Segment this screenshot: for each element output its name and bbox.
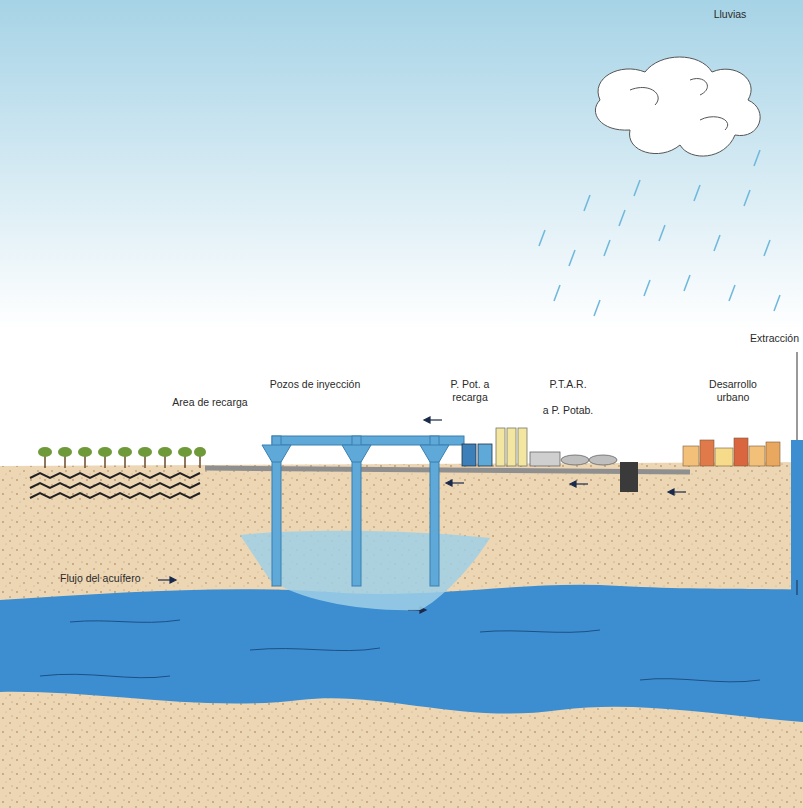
- plant-label: P.T.A.R.: [538, 378, 598, 391]
- injection-wells: [262, 436, 464, 586]
- aquifer-flow-label: Flujo del acuífero: [60, 572, 160, 585]
- injection-wells-label: Pozos de inyección: [268, 378, 362, 391]
- recharge-area-label: Area de recarga: [160, 396, 260, 409]
- plant-label: P. Pot. a recarga: [436, 378, 504, 404]
- sky: [0, 0, 803, 470]
- rain-label: Lluvias: [700, 8, 760, 21]
- rain: [539, 150, 780, 316]
- pipe-arrows: [424, 417, 686, 495]
- extraction-well: [791, 352, 803, 600]
- urban-label: Desarrollo urbano: [693, 378, 773, 404]
- ground: [0, 462, 803, 808]
- plant-label: a P. Potab.: [530, 404, 606, 417]
- flow-lines: [40, 620, 760, 682]
- treatment-plants: [462, 428, 638, 492]
- extraction-label: Extracción: [735, 332, 799, 345]
- urban-buildings: [683, 438, 780, 466]
- cloud: [595, 57, 760, 156]
- recharge-area: [30, 447, 206, 498]
